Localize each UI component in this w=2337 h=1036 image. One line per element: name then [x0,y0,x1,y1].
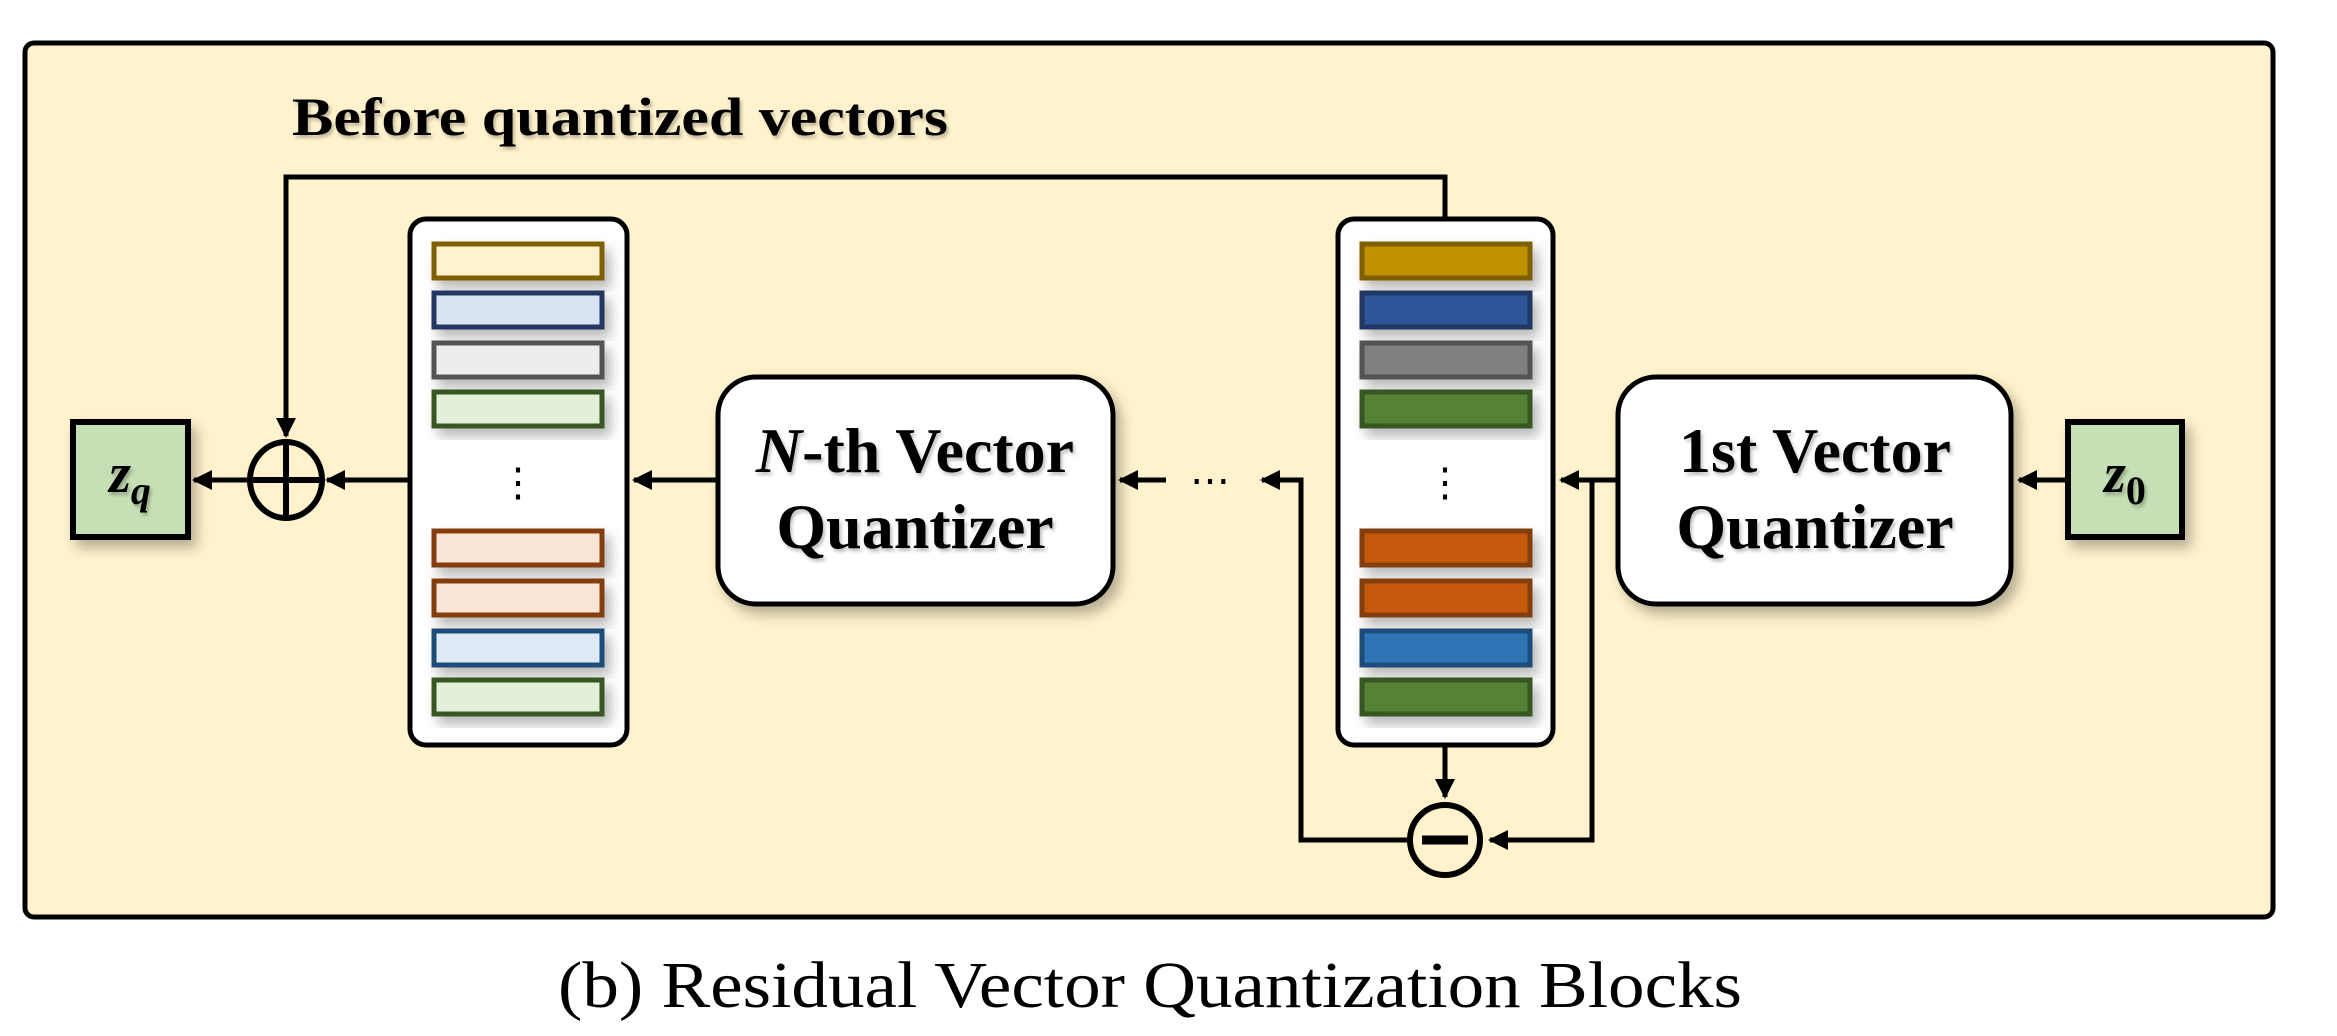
right-codebook-vector [1359,389,1533,429]
zq-sub: q [131,468,151,513]
first-vq-label-line1: 1st Vector [1679,415,1951,486]
vertical-ellipsis-left: ⋮ [498,460,538,505]
connectors [192,174,2068,850]
right-codebook-vector [1359,528,1533,568]
left-codebook-vector [431,389,605,429]
minus-circle-icon [1407,802,1483,878]
z0-node: z0 [2065,419,2185,540]
nth-vector-quantizer: N-th Vector Quantizer [715,374,1116,607]
plus-circle-icon [247,439,325,521]
left-codebook-vector [431,290,605,330]
left-codebook-vector [431,677,605,717]
zq-box [70,419,191,540]
input-branch-line [1488,480,1595,850]
codebook-panel-left: ⋮ [407,216,630,748]
right-codebook-vector [1359,578,1533,618]
codebook-panel-right: ⋮ [1335,216,1556,748]
right-codebook-vector [1359,290,1533,330]
codebook-right-bars [1359,241,1533,717]
z0-box [2065,419,2185,540]
zq-base: z [107,443,131,505]
left-codebook-vector [431,578,605,618]
right-codebook-vector [1359,340,1533,380]
z0-sub: 0 [2126,468,2146,513]
nth-vq-N: N [755,415,805,486]
right-codebook-vector [1359,241,1533,281]
zq-node: zq [70,419,191,540]
left-codebook-vector [431,340,605,380]
nth-vq-rest: -th Vector [802,415,1074,486]
left-codebook-vector [431,628,605,668]
first-vq-label-line2: Quantizer [1676,491,1953,562]
vertical-ellipsis-right: ⋮ [1425,460,1465,505]
z0-base: z [2102,443,2126,505]
right-codebook-vector [1359,677,1533,717]
nth-vq-label-line2: Quantizer [776,491,1053,562]
figure-caption: (b) Residual Vector Quantization Blocks [558,949,1742,1022]
codebook-left-bars [431,241,605,717]
first-vector-quantizer: 1st Vector Quantizer [1615,374,2014,607]
nth-vq-label-line1: N-th Vector [755,415,1074,486]
residual-line [1260,470,1408,843]
left-codebook-vector [431,241,605,281]
feedback-line [276,174,1448,438]
zq-label: zq [107,443,151,513]
right-codebook-vector [1359,628,1533,668]
feedback-label: Before quantized vectors [292,87,948,147]
quantizer-ellipsis: ⋯ [1190,458,1230,503]
z0-label: z0 [2102,443,2146,513]
left-codebook-vector [431,528,605,568]
